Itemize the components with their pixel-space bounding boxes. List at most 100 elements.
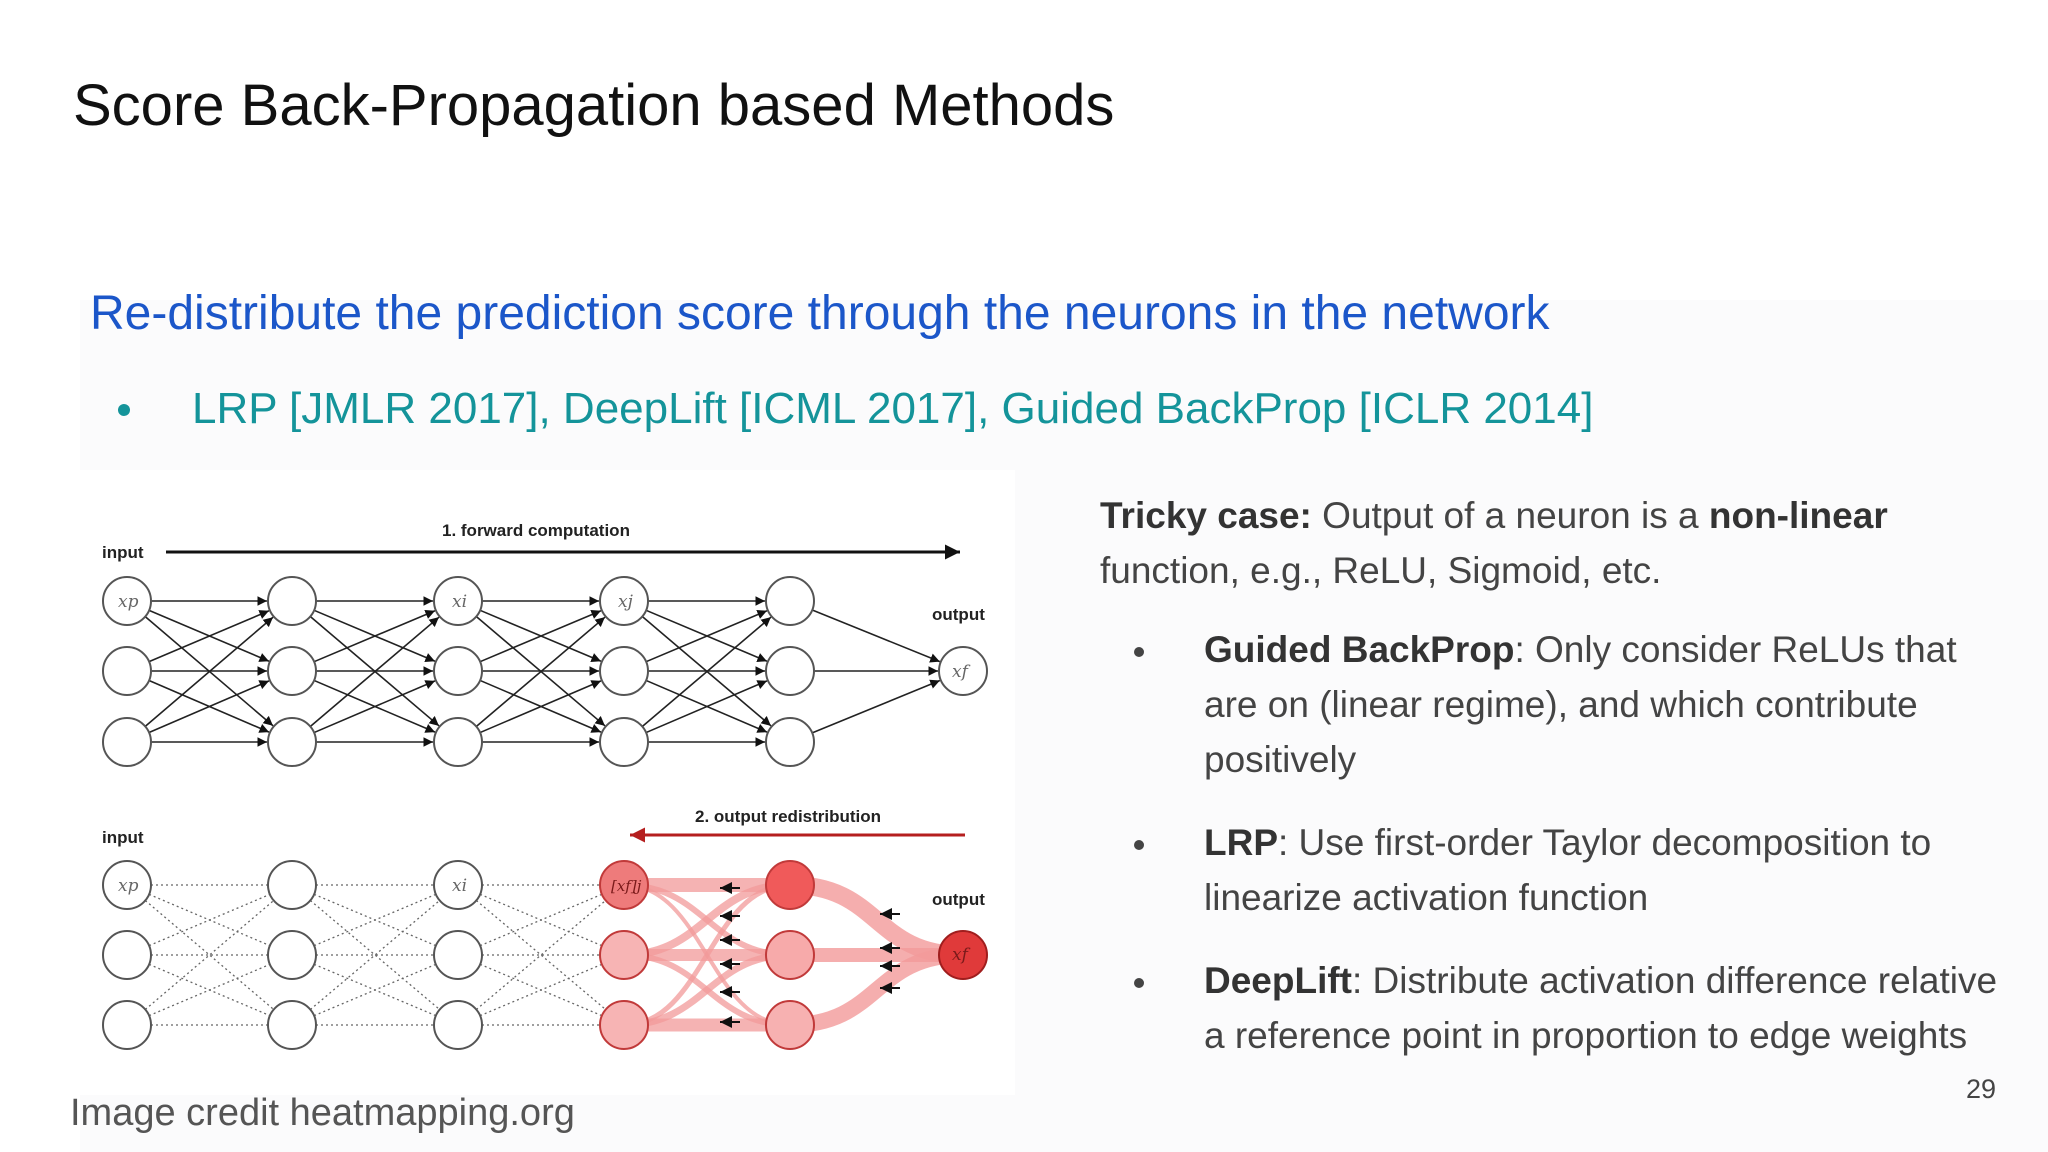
forward-edge xyxy=(811,679,941,734)
page-number: 29 xyxy=(1966,1074,1997,1104)
network-figure: input 1. forward computation output 2. o… xyxy=(80,470,1015,1095)
explanation-panel: Tricky case: Output of a neuron is a non… xyxy=(1100,488,2010,1091)
inactive-edge xyxy=(309,899,441,1011)
image-credit: Image credit heatmapping.org xyxy=(70,1092,575,1134)
methods-bullet-text: LRP [JMLR 2017], DeepLift [ICML 2017], G… xyxy=(192,384,1594,433)
bullet-dot-icon xyxy=(1134,840,1144,850)
bullet-term: Guided BackProp xyxy=(1204,629,1515,670)
neuron-node xyxy=(267,576,317,626)
bullet-dot-icon xyxy=(1134,647,1144,657)
input-label-top: input xyxy=(102,543,144,562)
tricky-case-bold: non-linear xyxy=(1708,495,1888,536)
inactive-edge xyxy=(475,899,607,1011)
tricky-case-paragraph: Tricky case: Output of a neuron is a non… xyxy=(1100,488,2010,598)
forward-edges xyxy=(144,596,941,747)
inactive-edge xyxy=(479,893,603,947)
inactive-edges xyxy=(144,884,607,1026)
bullet-term: DeepLift xyxy=(1204,960,1352,1001)
neuron-node xyxy=(765,717,815,767)
node-label-xf-top: xf xyxy=(952,662,971,682)
forward-edge xyxy=(148,610,270,663)
output-label-bottom: output xyxy=(932,890,985,909)
inactive-edge xyxy=(313,963,437,1017)
bullet-guided-backprop: Guided BackProp: Only consider ReLUs tha… xyxy=(1100,622,2010,787)
neuron-node xyxy=(102,1000,152,1050)
inactive-edge xyxy=(144,900,275,1010)
neuron-node xyxy=(599,717,649,767)
tricky-case-text-2: function, e.g., ReLU, Sigmoid, etc. xyxy=(1100,550,1662,591)
neuron-node xyxy=(765,576,815,626)
inactive-edge xyxy=(144,900,275,1010)
tricky-case-label: Tricky case: xyxy=(1100,495,1312,536)
bullet-dot-icon xyxy=(118,404,130,416)
bullet-dot-icon xyxy=(1134,978,1144,988)
node-label-xp-top: xp xyxy=(118,592,139,612)
neuron-node xyxy=(267,646,317,696)
bullet-text: : Use first-order Taylor decomposition t… xyxy=(1204,822,1932,918)
neuron-node xyxy=(433,860,483,910)
forward-edge xyxy=(641,616,772,728)
neuron-node xyxy=(599,646,649,696)
relevance-neuron-node xyxy=(599,930,649,980)
neuron-node xyxy=(433,646,483,696)
neuron-node xyxy=(267,930,317,980)
forward-nodes xyxy=(102,576,988,767)
forward-edge xyxy=(313,609,436,663)
forward-edge xyxy=(148,680,270,734)
inactive-edge xyxy=(479,963,603,1017)
node-label-xp-bottom: xp xyxy=(118,876,139,896)
inactive-edge xyxy=(313,893,437,947)
slide-title: Score Back-Propagation based Methods xyxy=(73,73,1115,138)
relevance-band xyxy=(789,947,964,1033)
relevance-neuron-node xyxy=(765,860,815,910)
network-diagram: input 1. forward computation output 2. o… xyxy=(102,521,988,1050)
relevance-neuron-node xyxy=(765,930,815,980)
neuron-node xyxy=(102,576,152,626)
redistribution-network: 2. output redistribution input output xyxy=(102,807,988,1050)
neuron-node xyxy=(267,860,317,910)
neuron-node xyxy=(599,576,649,626)
neuron-node xyxy=(433,1000,483,1050)
bullet-text: : Only consider ReLUs that are on (linea… xyxy=(1204,629,1957,780)
relevance-band xyxy=(623,881,791,959)
neuron-node xyxy=(102,646,152,696)
neuron-node xyxy=(102,930,152,980)
relevance-band xyxy=(623,951,791,1029)
forward-edge xyxy=(479,680,602,734)
neuron-node xyxy=(267,717,317,767)
bullet-deeplift: DeepLift: Distribute activation differen… xyxy=(1100,953,2010,1063)
inactive-edge xyxy=(148,893,271,947)
node-label-xi-top: xi xyxy=(452,592,467,612)
neuron-node xyxy=(433,930,483,980)
forward-network: input 1. forward computation output xyxy=(102,521,988,767)
inactive-edge xyxy=(148,963,271,1017)
output-redistribution-label: 2. output redistribution xyxy=(695,807,881,826)
forward-edge xyxy=(479,609,602,663)
output-label-top: output xyxy=(932,605,985,624)
neuron-node xyxy=(267,1000,317,1050)
forward-edge xyxy=(645,609,768,663)
input-label-bottom: input xyxy=(102,828,144,847)
output-neuron-node xyxy=(938,646,988,696)
forward-edge xyxy=(313,680,436,734)
node-label-xf-j: [xf]j xyxy=(611,877,642,895)
bullet-term: LRP xyxy=(1204,822,1278,863)
neuron-node xyxy=(433,576,483,626)
neuron-node xyxy=(102,860,152,910)
forward-edge xyxy=(475,616,606,728)
bullet-text: : Distribute activation difference relat… xyxy=(1204,960,1998,1056)
forward-computation-label: 1. forward computation xyxy=(442,521,630,540)
slide-subtitle: Re-distribute the prediction score throu… xyxy=(90,287,1550,340)
node-label-xf-bottom: xf xyxy=(952,945,971,965)
bullet-lrp: LRP: Use first-order Taylor decompositio… xyxy=(1100,815,2010,925)
inactive-edge xyxy=(475,899,607,1011)
relevance-neuron-node xyxy=(599,1000,649,1050)
redistribution-nodes xyxy=(102,860,988,1050)
neuron-node xyxy=(102,717,152,767)
forward-edge xyxy=(144,616,274,728)
relevance-neuron-node xyxy=(765,1000,815,1050)
neuron-node xyxy=(433,717,483,767)
inactive-edge xyxy=(309,899,441,1011)
node-label-xj-top: xj xyxy=(618,592,634,612)
